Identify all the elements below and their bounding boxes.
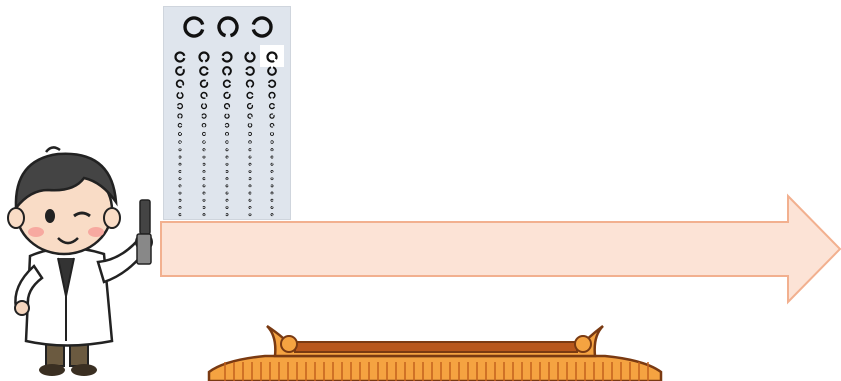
eye-chart-symbols (164, 7, 292, 221)
landolt-c-symbol (179, 156, 181, 158)
landolt-c-symbol (226, 149, 228, 151)
landolt-c-symbol (203, 141, 206, 144)
landolt-c-symbol (269, 93, 275, 99)
landolt-c-symbol (271, 163, 273, 165)
landolt-c-symbol (224, 93, 230, 99)
landolt-c-symbol (247, 93, 253, 99)
landolt-c-symbol (203, 185, 205, 187)
landolt-c-symbol (271, 170, 273, 172)
landolt-c-symbol (177, 80, 184, 87)
landolt-c-symbol (225, 123, 229, 127)
landolt-c-symbol (203, 178, 205, 180)
landolt-c-symbol (202, 114, 206, 118)
landolt-c-symbol (179, 163, 181, 165)
landolt-c-symbol (247, 80, 254, 87)
landolt-c-symbol (200, 67, 208, 75)
landolt-c-symbol (203, 170, 205, 172)
landolt-c-symbol (226, 163, 228, 165)
landolt-c-symbol (226, 178, 228, 180)
landolt-c-symbol (253, 18, 271, 36)
landolt-c-symbol (226, 141, 229, 144)
landolt-c-symbol (226, 170, 228, 172)
landolt-c-symbol (248, 124, 252, 128)
landolt-c-symbol (249, 185, 251, 187)
landolt-c-symbol (201, 80, 208, 87)
landolt-c-symbol (249, 149, 251, 151)
landolt-c-symbol (248, 132, 251, 135)
landolt-c-symbol (270, 104, 275, 109)
landolt-c-symbol (249, 170, 251, 172)
landolt-c-symbol (179, 170, 181, 172)
landolt-c-symbol (270, 114, 274, 118)
landolt-c-symbol (225, 114, 229, 118)
landolt-c-symbol (202, 123, 206, 127)
landolt-c-symbol (178, 114, 182, 118)
landolt-c-symbol (219, 18, 237, 36)
temple-roof-icon (205, 320, 665, 381)
landolt-c-symbol (249, 141, 252, 144)
landolt-c-symbol (179, 185, 181, 187)
landolt-c-symbol (249, 163, 251, 165)
landolt-c-symbol (246, 53, 255, 62)
landolt-c-symbol (203, 149, 205, 151)
landolt-c-symbol (224, 80, 231, 87)
highlighted-cell (260, 45, 284, 67)
arrow-shape (161, 196, 840, 302)
landolt-c-symbol (271, 141, 274, 144)
landolt-c-symbol (223, 67, 231, 75)
landolt-c-symbol (179, 149, 181, 151)
landolt-c-symbol (203, 163, 205, 165)
landolt-c-symbol (202, 132, 205, 135)
landolt-c-symbol (271, 149, 273, 151)
landolt-c-symbol (270, 123, 274, 127)
landolt-c-symbol (178, 104, 183, 109)
landolt-c-symbol (268, 67, 276, 75)
landolt-c-symbol (248, 114, 252, 118)
landolt-c-symbol (223, 52, 232, 61)
landolt-c-symbol (176, 67, 184, 75)
landolt-c-symbol (200, 53, 209, 62)
landolt-c-symbol (201, 93, 207, 99)
landolt-c-symbol (176, 52, 185, 61)
landolt-c-symbol (269, 80, 276, 87)
landolt-c-symbol (202, 104, 207, 109)
landolt-c-symbol (177, 93, 183, 99)
landolt-c-symbol (271, 185, 273, 187)
eye-chart (163, 6, 291, 220)
landolt-c-symbol (225, 104, 230, 109)
landolt-c-symbol (225, 132, 228, 135)
landolt-c-symbol (271, 178, 273, 180)
landolt-c-symbol (249, 178, 251, 180)
landolt-c-symbol (178, 123, 182, 127)
landolt-c-symbol (246, 67, 254, 75)
landolt-c-symbol (185, 18, 203, 36)
landolt-c-symbol (248, 104, 253, 109)
landolt-c-symbol (178, 132, 181, 135)
landolt-c-symbol (226, 156, 228, 158)
doctor-icon (0, 136, 165, 381)
landolt-c-symbol (179, 178, 181, 180)
landolt-c-symbol (249, 156, 251, 158)
landolt-c-symbol (271, 156, 273, 158)
landolt-c-symbol (226, 185, 228, 187)
landolt-c-symbol (203, 156, 205, 158)
landolt-c-symbol (179, 141, 182, 144)
progress-arrow (156, 192, 841, 307)
landolt-c-symbol (270, 132, 273, 135)
